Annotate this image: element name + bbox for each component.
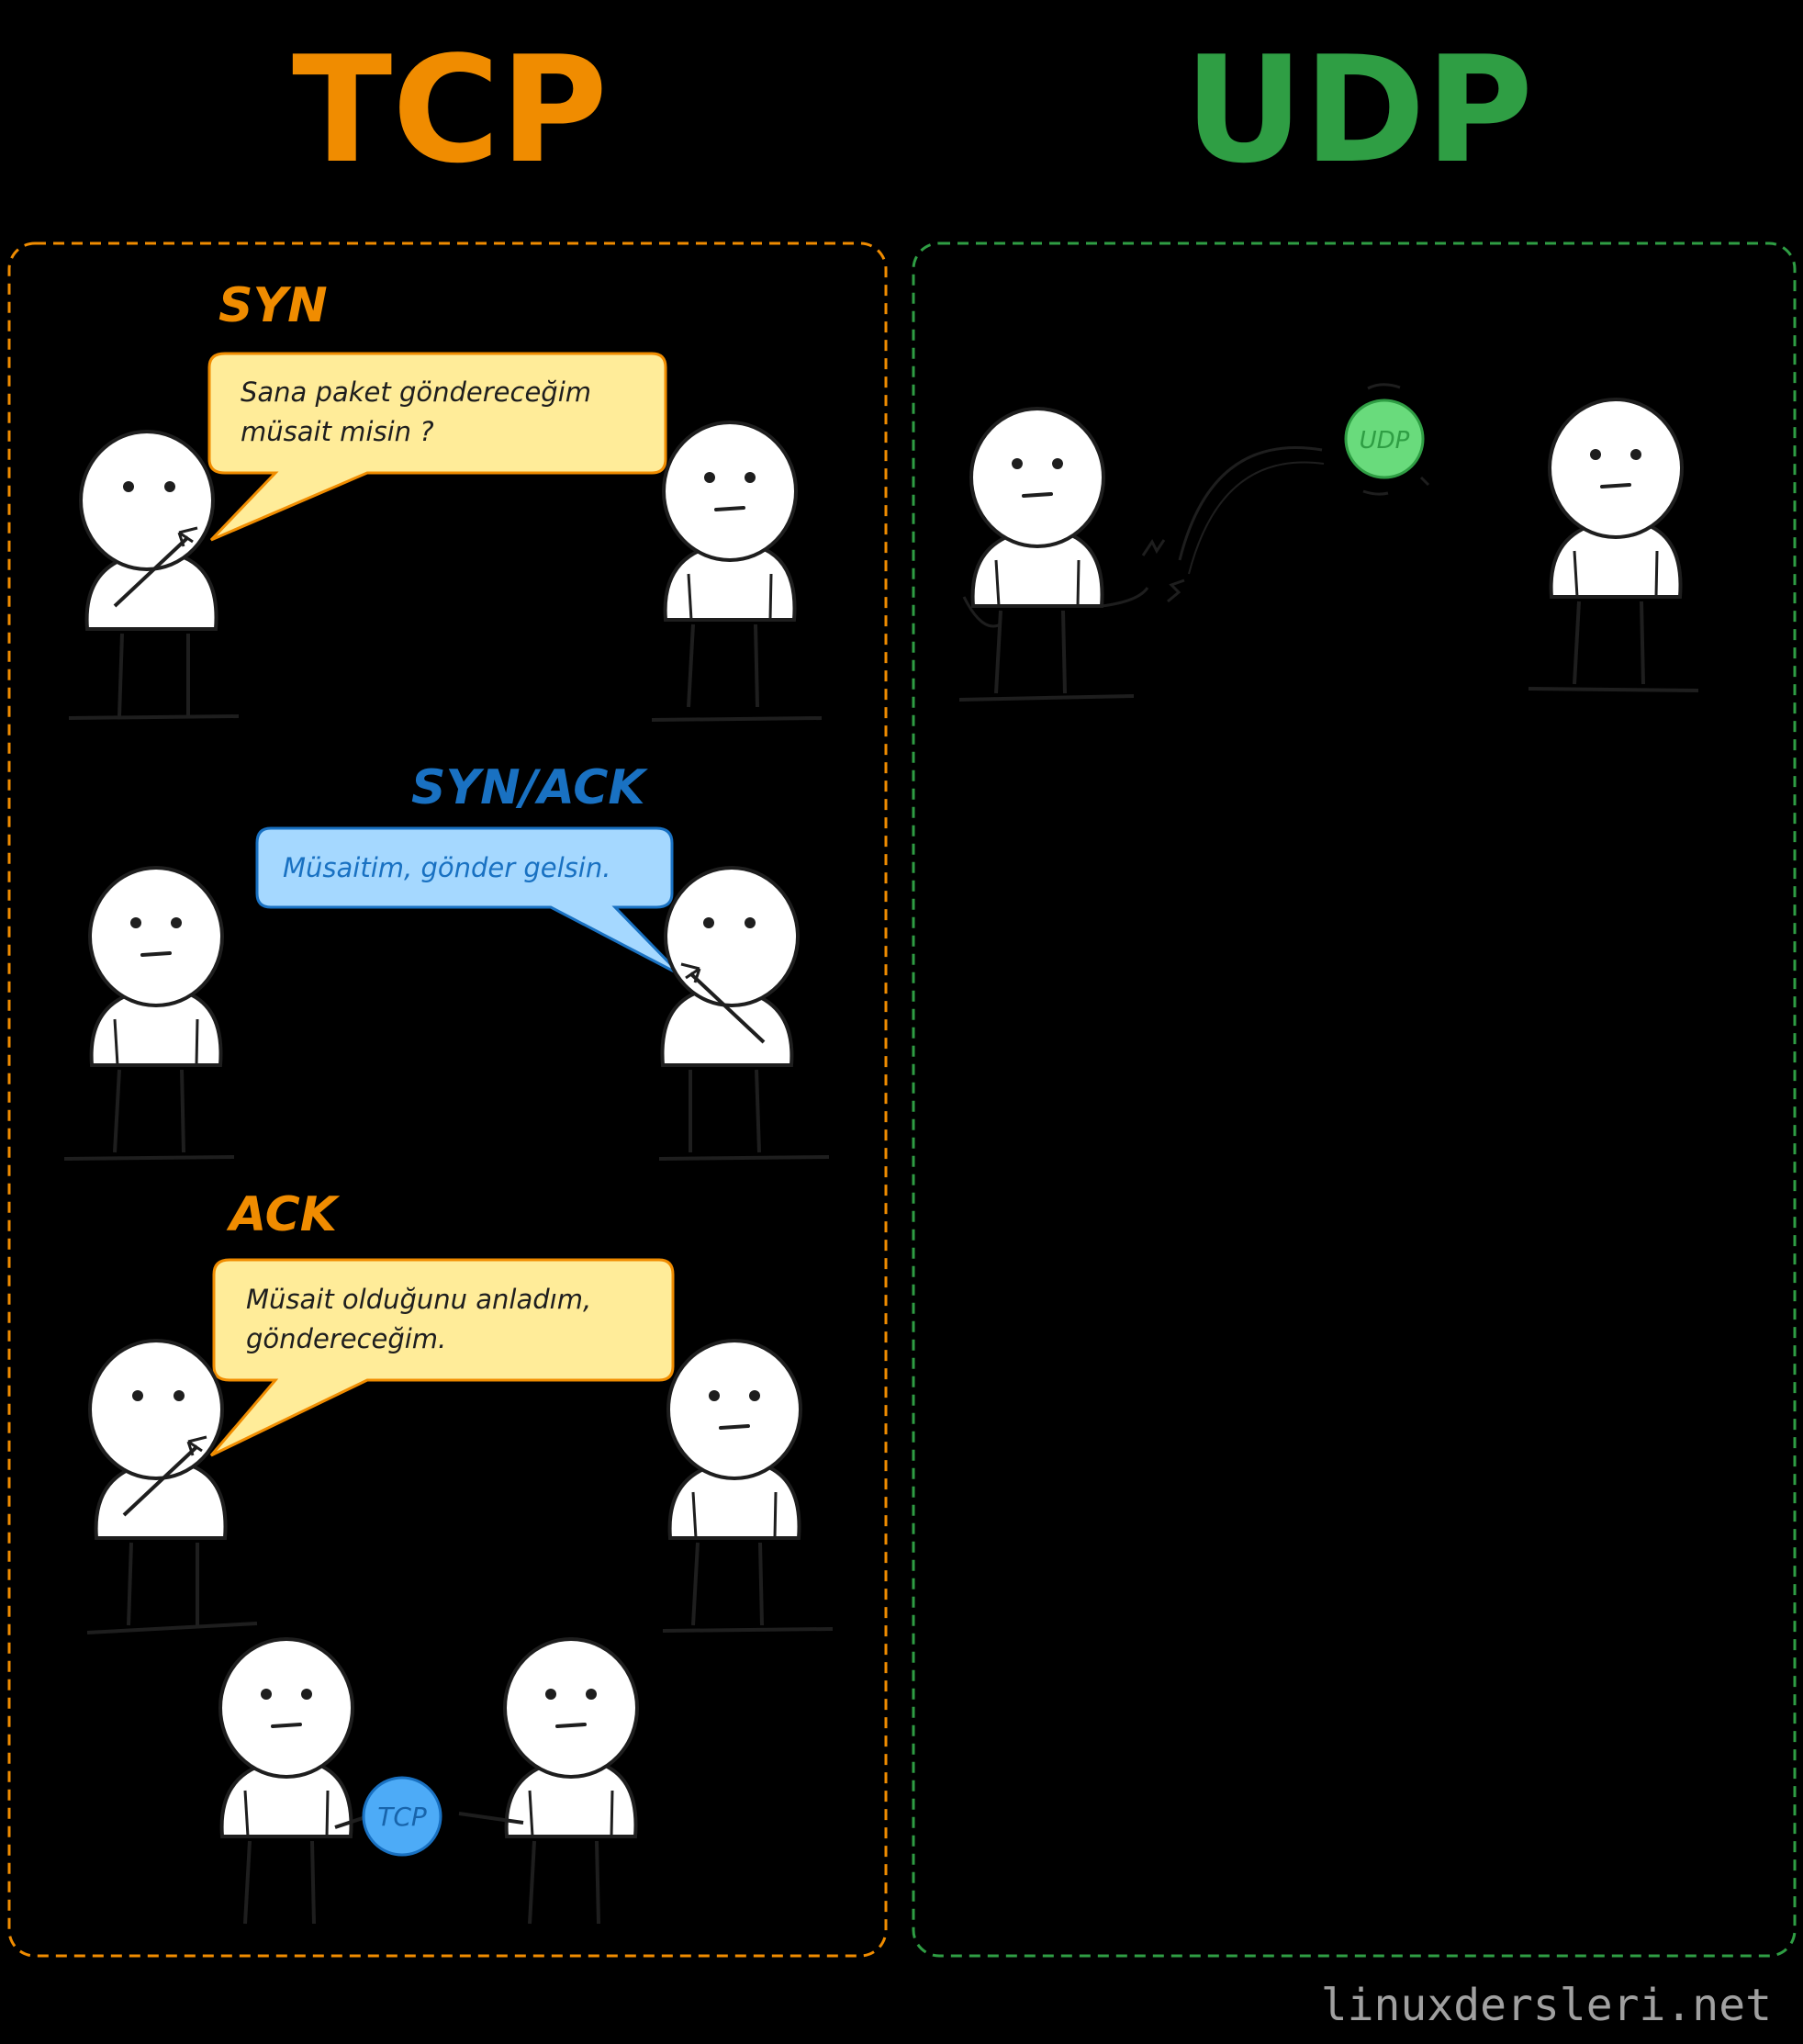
- ack-receiver-figure: [666, 1339, 802, 1627]
- udp-title: UDP: [1184, 24, 1533, 196]
- syn-label: SYN: [218, 278, 328, 333]
- ground-line: [658, 1155, 830, 1161]
- ground-line: [63, 1155, 235, 1161]
- tcp-sender-figure: [218, 1637, 354, 1926]
- watermark: linuxdersleri.net: [1321, 1980, 1772, 2031]
- syn-message-line2: müsait misin ?: [241, 416, 434, 447]
- syn-ack-message: Müsaitim, gönder gelsin.: [283, 852, 610, 883]
- syn-ack-sender-figure: [660, 866, 800, 1154]
- syn-ack-receiver-figure: [88, 866, 224, 1154]
- ack-message-line1: Müsait olduğunu anladım,: [246, 1284, 591, 1315]
- ack-label: ACK: [226, 1187, 341, 1242]
- syn-message-line1: Sana paket göndereceğim: [241, 376, 591, 408]
- syn-receiver-figure: [662, 421, 798, 709]
- udp-receiver-figure: [1548, 398, 1684, 686]
- tcp-panel: [7, 241, 888, 1958]
- udp-throw-scene: UDP: [958, 383, 1699, 702]
- udp-panel: [912, 241, 1797, 1958]
- tcp-handover-scene: TCP: [218, 1637, 639, 1926]
- ground-line: [958, 694, 1135, 702]
- syn-ack-speech-bubble: Müsaitim, gönder gelsin.: [255, 826, 683, 977]
- ground-line: [86, 1622, 258, 1634]
- udp-packet-ball: [1344, 399, 1425, 479]
- tcp-packet-label: TCP: [377, 1802, 427, 1832]
- syn-ack-label: SYN/ACK: [411, 760, 648, 815]
- syn-speech-bubble: Sana paket göndereceğim müsait misin ?: [207, 352, 667, 542]
- tcp-packet-ball: [362, 1776, 442, 1857]
- ground-line: [651, 716, 823, 722]
- tcp-receiver-figure: [503, 1637, 639, 1926]
- ack-message-line2: göndereceğim.: [246, 1323, 446, 1354]
- ground-line: [68, 714, 240, 720]
- udp-thrower-figure: [969, 407, 1105, 695]
- syn-sender-figure: [79, 430, 218, 718]
- ground-line: [662, 1627, 834, 1633]
- tcp-title: TCP: [292, 24, 608, 196]
- udp-throw-trajectory: [1178, 446, 1323, 561]
- udp-packet-label: UDP: [1360, 427, 1410, 455]
- ack-speech-bubble: Müsait olduğunu anladım, göndereceğim.: [209, 1258, 675, 1457]
- ground-line: [1528, 687, 1699, 692]
- ack-sender-figure: [88, 1339, 228, 1627]
